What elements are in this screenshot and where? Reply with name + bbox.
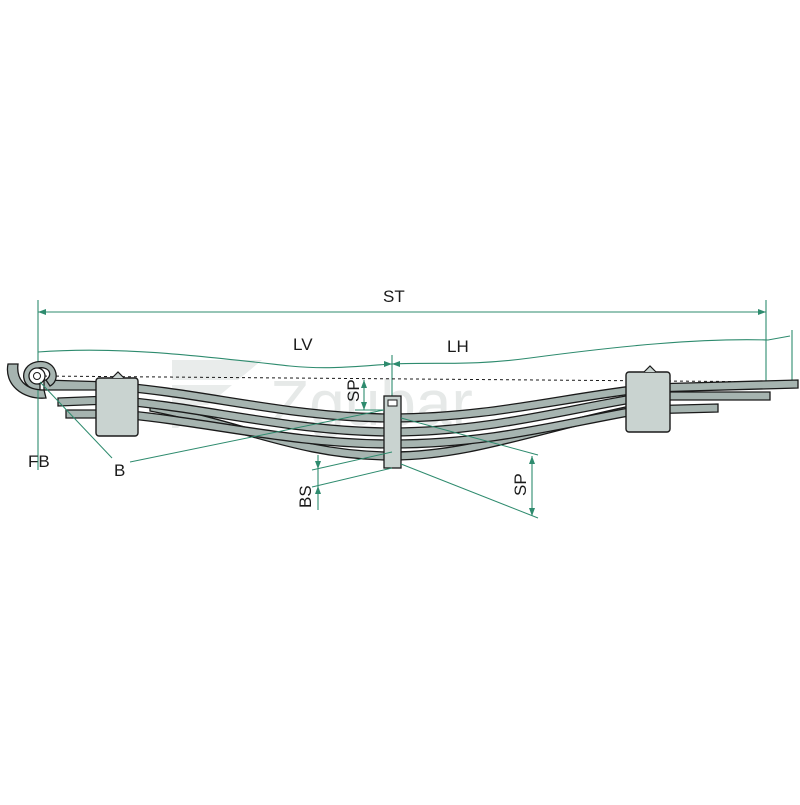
st-label: ST xyxy=(383,287,405,306)
sp-bottom-dimension: SP xyxy=(400,417,539,519)
sp-top-label: SP xyxy=(344,379,363,402)
clamps xyxy=(95,365,671,437)
lv-lh-dimension: LV LH xyxy=(37,330,793,400)
b-callout: B xyxy=(39,381,385,480)
leaf-2 xyxy=(57,391,771,437)
fb-callout: FB xyxy=(28,390,50,471)
center-bolt xyxy=(383,395,402,469)
bs-label: BS xyxy=(296,485,315,508)
clamp-rear xyxy=(625,371,671,433)
b-label: B xyxy=(114,461,125,480)
eye-bore xyxy=(33,372,41,380)
fb-label: FB xyxy=(28,452,50,471)
leaf-1-main xyxy=(43,379,799,423)
sp-top-dimension: SP xyxy=(344,379,384,411)
lh-label: LH xyxy=(447,337,469,356)
sp-bottom-label: SP xyxy=(511,473,530,496)
lv-label: LV xyxy=(293,335,313,354)
spring-eye-wrap xyxy=(6,363,47,399)
bs-dimension: BS xyxy=(296,451,393,510)
clamp-front xyxy=(95,377,139,437)
